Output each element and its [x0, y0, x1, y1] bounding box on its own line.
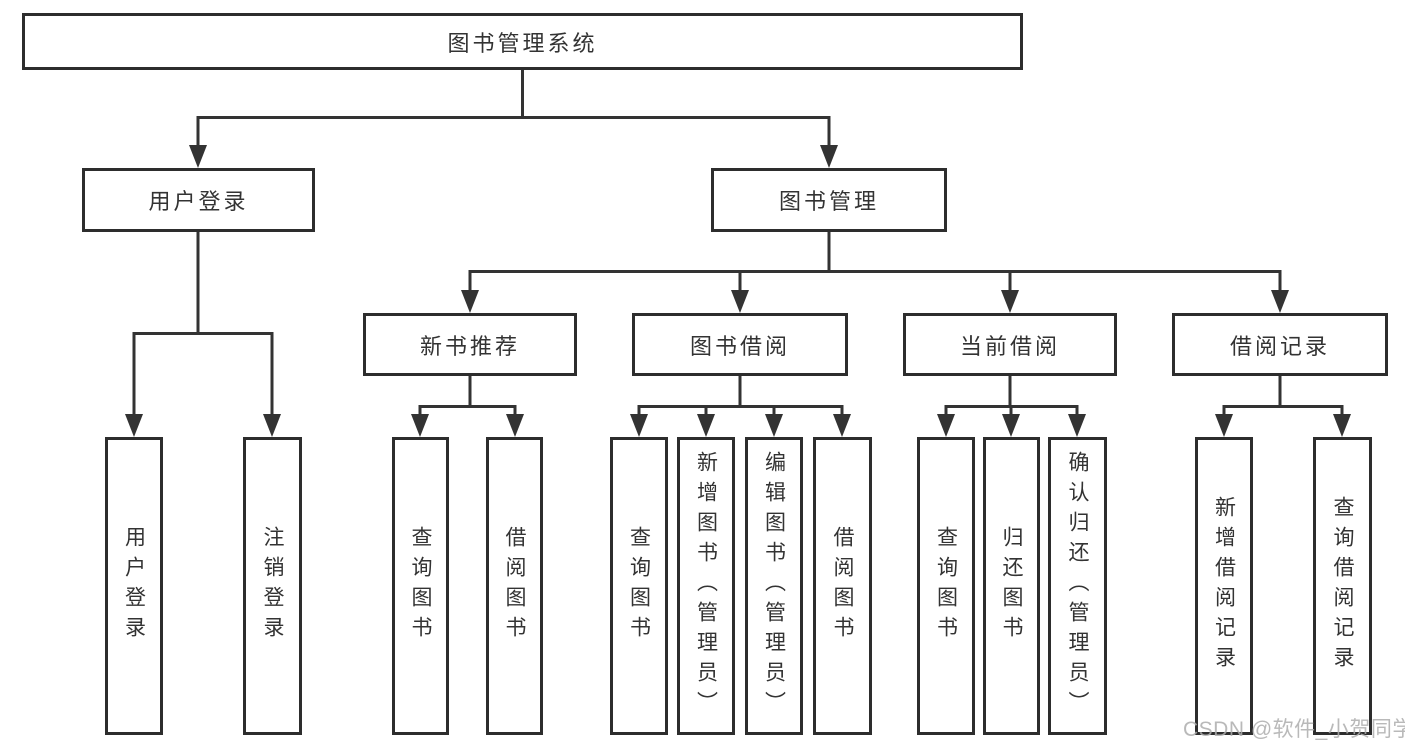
leaf-return-books-label: 归还图书 — [1000, 526, 1023, 646]
connector-new-book-recommend-to-children — [411, 374, 524, 437]
node-current-borrow: 当前借阅 — [903, 313, 1117, 376]
arrowhead-icon — [1271, 290, 1289, 313]
arrowhead-icon — [833, 414, 851, 437]
arrowhead-icon — [411, 414, 429, 437]
node-library-system-label: 图书管理系统 — [447, 30, 598, 56]
leaf-query-borrow-record-label: 查询借阅记录 — [1331, 496, 1354, 676]
leaf-borrow-books-recommend: 借阅图书 — [486, 437, 543, 735]
leaf-query-books-borrow: 查询图书 — [610, 437, 668, 735]
node-user-login-label: 用户登录 — [148, 189, 249, 214]
leaf-add-book-admin-label: 新增图书（管理员） — [694, 451, 718, 721]
leaf-add-borrow-record: 新增借阅记录 — [1195, 437, 1253, 735]
leaf-query-books-recommend-label: 查询图书 — [409, 526, 432, 646]
leaf-edit-book-admin: 编辑图书（管理员） — [745, 437, 803, 735]
connector-current-borrow-to-children — [937, 374, 1086, 437]
leaf-borrow-books-recommend-label: 借阅图书 — [503, 526, 526, 646]
leaf-user-login: 用户登录 — [105, 437, 163, 735]
arrowhead-icon — [630, 414, 648, 437]
connector-book-borrow-to-children — [630, 374, 851, 437]
leaf-confirm-return-admin: 确认归还（管理员） — [1048, 437, 1107, 735]
node-borrow-records: 借阅记录 — [1172, 313, 1388, 376]
arrowhead-icon — [506, 414, 524, 437]
arrowhead-icon — [1002, 414, 1020, 437]
leaf-add-book-admin: 新增图书（管理员） — [677, 437, 735, 735]
leaf-edit-book-admin-label: 编辑图书（管理员） — [762, 451, 786, 721]
leaf-query-books-current-label: 查询图书 — [934, 526, 958, 646]
leaf-query-books-recommend: 查询图书 — [392, 437, 449, 735]
connector-borrow-records-to-children — [1215, 374, 1351, 437]
csdn-watermark: CSDN @软件_小贺同学 — [1183, 718, 1405, 741]
arrowhead-icon — [697, 414, 715, 437]
connector-user-login-to-children — [125, 230, 281, 437]
leaf-add-borrow-record-label: 新增借阅记录 — [1212, 496, 1236, 676]
node-borrow-records-label: 借阅记录 — [1229, 333, 1330, 359]
node-new-book-recommend: 新书推荐 — [363, 313, 577, 376]
node-book-management-label: 图书管理 — [778, 189, 879, 214]
leaf-query-books-borrow-label: 查询图书 — [627, 526, 651, 646]
leaf-user-login-label: 用户登录 — [122, 526, 146, 646]
node-book-management: 图书管理 — [711, 168, 947, 232]
leaf-logout: 注销登录 — [243, 437, 302, 735]
arrowhead-icon — [1001, 290, 1019, 313]
node-user-login: 用户登录 — [82, 168, 315, 232]
connector-root-to-level2 — [189, 68, 838, 168]
leaf-query-books-current: 查询图书 — [917, 437, 975, 735]
leaf-query-borrow-record: 查询借阅记录 — [1313, 437, 1372, 735]
arrowhead-icon — [1333, 414, 1351, 437]
leaf-confirm-return-admin-label: 确认归还（管理员） — [1066, 451, 1089, 721]
arrowhead-icon — [765, 414, 783, 437]
leaf-borrow-books-borrow: 借阅图书 — [813, 437, 872, 735]
leaf-return-books: 归还图书 — [983, 437, 1040, 735]
node-new-book-recommend-label: 新书推荐 — [419, 333, 520, 359]
leaf-logout-label: 注销登录 — [261, 526, 284, 646]
arrowhead-icon — [263, 414, 281, 437]
leaf-borrow-books-borrow-label: 借阅图书 — [831, 526, 854, 646]
connector-book-management-to-children — [461, 230, 1289, 313]
node-current-borrow-label: 当前借阅 — [959, 333, 1060, 359]
arrowhead-icon — [461, 290, 479, 313]
arrowhead-icon — [1215, 414, 1233, 437]
arrowhead-icon — [125, 414, 143, 437]
arrowhead-icon — [1068, 414, 1086, 437]
node-library-system: 图书管理系统 — [22, 13, 1023, 70]
node-book-borrow: 图书借阅 — [632, 313, 848, 376]
arrowhead-icon — [937, 414, 955, 437]
node-book-borrow-label: 图书借阅 — [689, 333, 790, 359]
arrowhead-icon — [820, 145, 838, 168]
arrowhead-icon — [189, 145, 207, 168]
arrowhead-icon — [731, 290, 749, 313]
